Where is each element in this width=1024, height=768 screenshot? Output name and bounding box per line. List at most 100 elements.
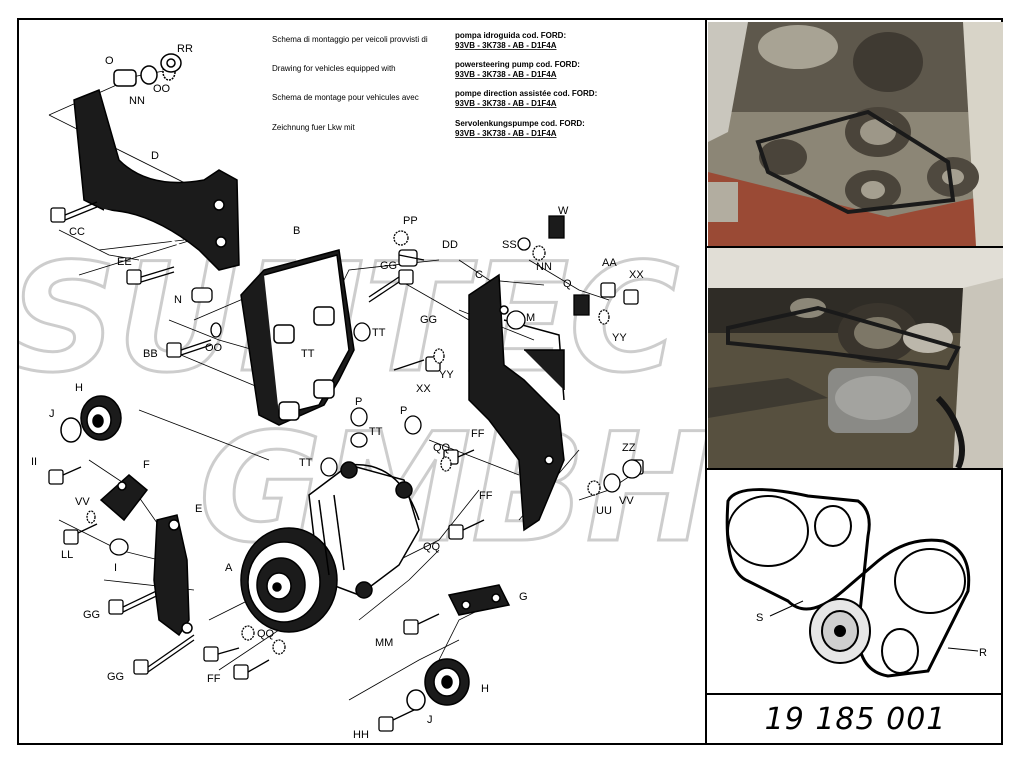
label-bb: BB	[143, 348, 158, 360]
pump-title-fr: pompe direction assistée cod. FORD:	[455, 89, 597, 98]
label-a: A	[225, 562, 233, 574]
pulley-h-top	[60, 395, 122, 443]
panel-divider	[705, 20, 707, 743]
exploded-diagram: SUNTEC GMBH Schema di montaggio per veic…	[19, 31, 707, 741]
label-ee: EE	[117, 256, 132, 268]
label-tt: TT	[372, 327, 386, 339]
belt-pulley-top-left	[727, 495, 809, 567]
pump-title-de: Servolenkungspumpe cod. FORD:	[455, 119, 585, 128]
label-xx: XX	[416, 383, 431, 395]
label-w: W	[558, 205, 569, 217]
label-zz: ZZ	[622, 442, 636, 454]
washers-top	[113, 53, 182, 87]
code-separator	[707, 693, 1003, 695]
label-pp: PP	[403, 215, 418, 227]
instruction-de: Zeichnung fuer Lkw mit	[272, 123, 355, 132]
label-p-2: P	[400, 405, 407, 417]
kit-code-box: 19 185 001	[708, 696, 1003, 743]
label-p: P	[355, 396, 362, 408]
label-ff-3: FF	[479, 490, 493, 502]
label-dd: DD	[442, 239, 458, 251]
label-e: E	[195, 503, 202, 515]
engine-photo-top-image	[708, 22, 1003, 246]
label-o: O	[105, 55, 114, 67]
belt-label-r: R	[979, 647, 987, 659]
belt-label-s: S	[756, 612, 763, 624]
label-gg-2: GG	[107, 671, 124, 683]
label-d: D	[151, 150, 159, 162]
instructions-block: Schema di montaggio per veicoli provvist…	[272, 31, 597, 138]
kit-sheet: SUNTEC GMBH Schema di montaggio per veic…	[17, 18, 1003, 745]
label-m: M	[526, 312, 535, 324]
label-yy-2: YY	[612, 332, 627, 344]
engine-photo-top	[708, 22, 1003, 246]
photo-separator	[707, 246, 1003, 248]
engine-photo-mid-image	[708, 248, 1003, 468]
spacers	[86, 215, 642, 655]
engine-photo-mid	[708, 248, 1003, 468]
belt-pulley-top-right	[814, 505, 852, 547]
label-rr: RR	[177, 43, 193, 55]
pump-code-it: 93VB - 3K738 - AB - D1F4A	[455, 41, 557, 50]
watermark: SUNTEC GMBH	[19, 231, 707, 578]
label-xx-2: XX	[629, 269, 644, 281]
label-h: H	[75, 382, 83, 394]
label-vv-2: VV	[619, 495, 634, 507]
label-qq-3: QQ	[423, 541, 441, 553]
label-gg-3: GG	[380, 260, 397, 272]
label-f: F	[143, 459, 150, 471]
photo-separator-2	[707, 468, 1003, 470]
label-c: C	[475, 269, 483, 281]
label-vv: VV	[75, 496, 90, 508]
label-nn: NN	[129, 95, 145, 107]
label-ff: FF	[207, 673, 221, 685]
kit-code: 19 185 001	[764, 702, 947, 737]
label-tt-3: TT	[369, 426, 383, 438]
pump-code-de: 93VB - 3K738 - AB - D1F4A	[455, 129, 557, 138]
bracket-d	[73, 88, 240, 271]
pump-code-fr: 93VB - 3K738 - AB - D1F4A	[455, 99, 557, 108]
label-i: I	[114, 562, 117, 574]
label-nn-2: NN	[536, 261, 552, 273]
label-ll: LL	[61, 549, 73, 561]
belt-pulley-right	[894, 548, 966, 614]
tensioner-g	[447, 584, 511, 616]
pulley-h-bottom	[406, 658, 470, 711]
label-tt-4: TT	[299, 457, 313, 469]
label-qq: QQ	[257, 628, 275, 640]
label-oo: OO	[153, 83, 171, 95]
pump-title-it: pompa idroguida cod. FORD:	[455, 31, 566, 40]
label-n: N	[174, 294, 182, 306]
pump-title-en: powersteering pump cod. FORD:	[455, 60, 580, 69]
compressor-a	[240, 461, 420, 633]
label-hh: HH	[353, 729, 369, 741]
belt-routing-diagram: S R	[725, 488, 987, 678]
label-mm: MM	[375, 637, 393, 649]
instruction-it: Schema di montaggio per veicoli provvist…	[272, 35, 428, 44]
bracket-e	[153, 514, 193, 637]
label-gg: GG	[83, 609, 100, 621]
label-cc: CC	[69, 226, 85, 238]
label-aa: AA	[602, 257, 617, 269]
instruction-en: Drawing for vehicles equipped with	[272, 64, 396, 73]
label-j: J	[49, 408, 55, 420]
label-ff-2: FF	[471, 428, 485, 440]
bracket-b	[240, 249, 355, 426]
label-j-2: J	[427, 714, 433, 726]
label-gg-4: GG	[420, 314, 437, 326]
label-b: B	[293, 225, 300, 237]
label-uu: UU	[596, 505, 612, 517]
belt-pulley-bottom	[881, 628, 919, 674]
instruction-fr: Schema de montage pour vehicules avec	[272, 93, 419, 102]
label-q: Q	[563, 278, 572, 290]
label-qq-2: QQ	[433, 442, 451, 454]
label-yy: YY	[439, 369, 454, 381]
part-labels: O RR NN OO D CC EE N BB OO H J II F VV L…	[31, 43, 644, 741]
label-ii: II	[31, 456, 37, 468]
label-tt-2: TT	[301, 348, 315, 360]
tensioner-f	[99, 474, 149, 522]
bracket-c	[468, 273, 565, 532]
label-oo-2: OO	[205, 342, 223, 354]
label-h-2: H	[481, 683, 489, 695]
label-ss: SS	[502, 239, 517, 251]
